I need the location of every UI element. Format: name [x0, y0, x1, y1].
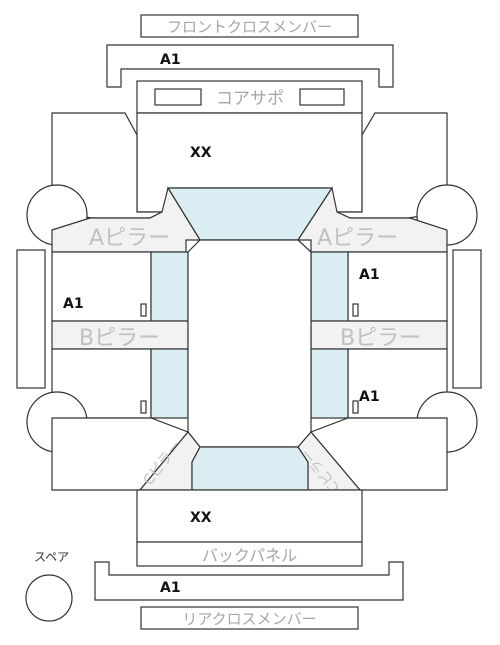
trunk [136, 489, 363, 543]
right-front-door-grade: A1 [359, 267, 380, 283]
front-cross-member-grade: A1 [160, 52, 181, 68]
left-b-pillar [51, 320, 189, 350]
right-rear-window [310, 348, 349, 419]
left-a-pillar [51, 186, 202, 253]
back-panel [136, 541, 363, 567]
roof [187, 239, 312, 448]
right-b-pillar-label: Bピラー [340, 326, 421, 351]
right-a-pillar [296, 186, 448, 253]
spare-tire [25, 574, 73, 622]
left-front-door [51, 251, 152, 322]
left-a-pillar-label: Aピラー [89, 226, 170, 251]
rear-cross-member-grade: A1 [160, 580, 181, 596]
right-rear-door-handle [352, 400, 359, 414]
left-side-trim [16, 249, 46, 389]
left-rear-door-handle [140, 400, 147, 414]
left-b-pillar-label: Bピラー [79, 326, 160, 351]
core-support-label: コアサポ [216, 89, 284, 109]
left-front-window [150, 251, 189, 322]
rear-cross-member-label: リアクロスメンバー [182, 610, 316, 628]
back-panel-label: バックパネル [202, 546, 297, 565]
front-cross-member-label: フロントクロスメンバー [167, 18, 332, 36]
right-rear-door-grade: A1 [359, 389, 380, 405]
front-cross-member [106, 44, 394, 88]
right-side-trim [452, 249, 482, 389]
rear-cross-member [94, 561, 404, 601]
spare-label: スペア [34, 550, 69, 564]
core-support-right-slot [299, 88, 345, 106]
hood-grade: XX [190, 145, 212, 161]
left-rear-window [150, 348, 189, 419]
right-front-door-handle [352, 303, 359, 317]
core-support-left-slot [154, 88, 202, 106]
right-a-pillar-label: Aピラー [317, 226, 398, 251]
front-cross-member-label-box [140, 14, 359, 38]
rear-window [191, 446, 309, 491]
left-front-door-grade: A1 [63, 296, 84, 312]
left-front-door-handle [140, 303, 147, 317]
rear-cross-member-label-box [140, 606, 359, 630]
trunk-grade: XX [190, 510, 212, 526]
right-front-door [347, 251, 448, 322]
right-front-window [310, 251, 349, 322]
